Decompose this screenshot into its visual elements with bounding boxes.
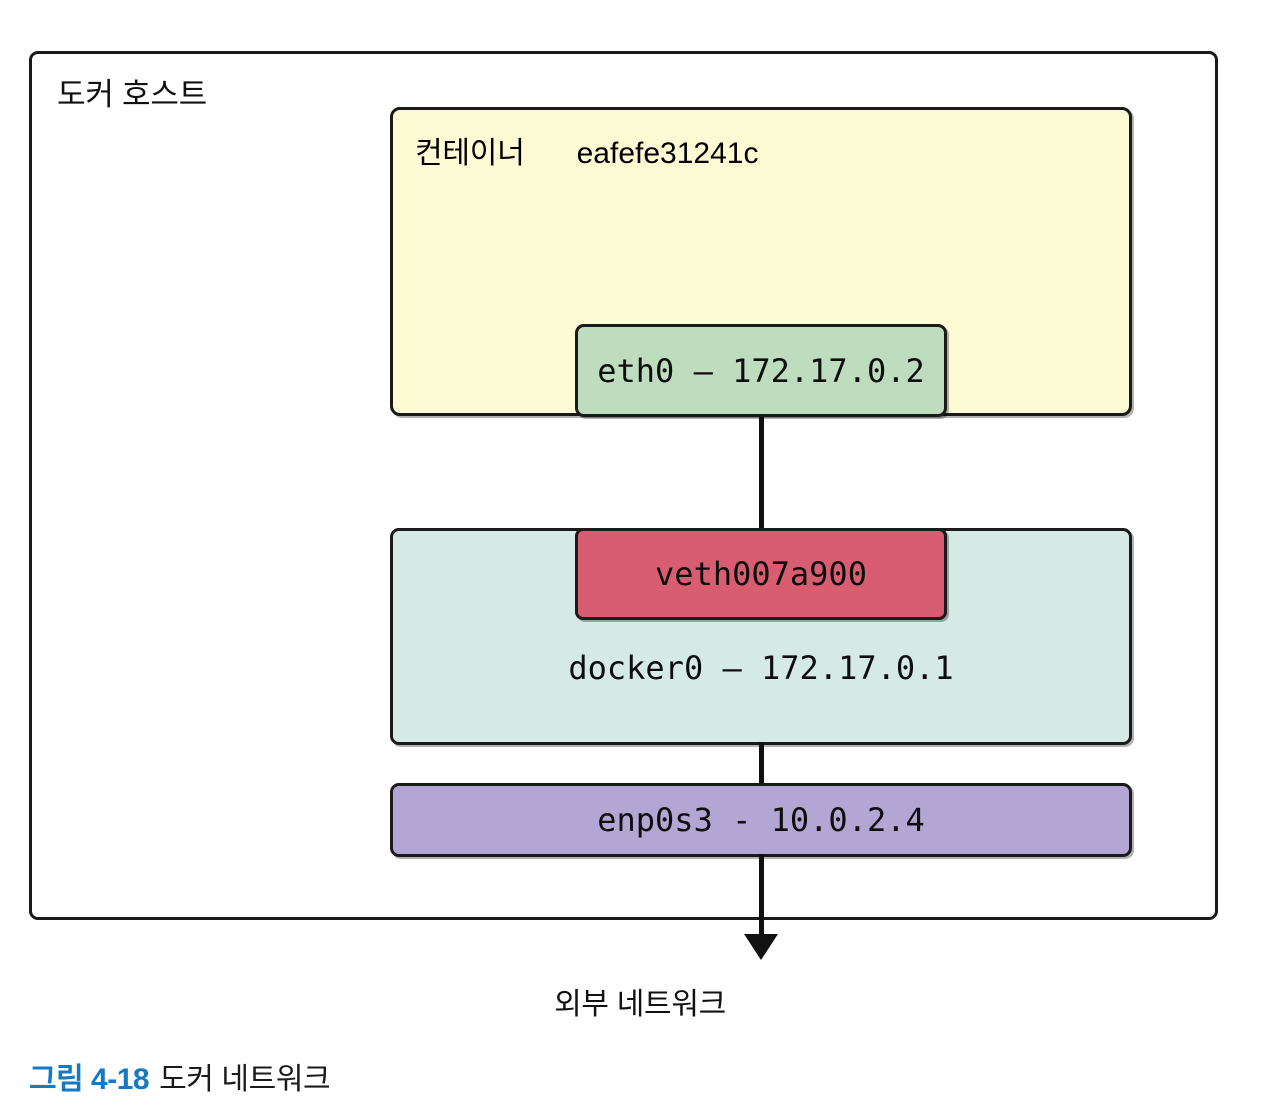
veth-interface-box: veth007a900 [575, 528, 947, 620]
figure-caption-text: 도커 네트워크 [159, 1063, 331, 1096]
container-label: 컨테이너 [415, 137, 525, 170]
eth0-label: eth0 — 172.17.0.2 [597, 351, 925, 390]
figure-caption: 그림 4-18 도커 네트워크 [29, 1058, 331, 1102]
docker0-label: docker0 — 172.17.0.1 [568, 649, 954, 687]
docker-host-label: 도커 호스트 [57, 77, 208, 112]
container-id: eafefe31241c [576, 137, 759, 170]
eth0-interface-box: eth0 — 172.17.0.2 [575, 324, 947, 417]
external-network-arrow-head [744, 934, 778, 960]
container-title: 컨테이너 eafefe31241c [415, 134, 758, 174]
external-network-arrow-line [759, 854, 764, 942]
external-network-label: 외부 네트워크 [554, 988, 726, 1021]
veth-label: veth007a900 [655, 555, 867, 593]
connector-eth0-veth [759, 414, 764, 531]
figure-number: 그림 4-18 [29, 1063, 150, 1096]
enp0s3-interface-box: enp0s3 - 10.0.2.4 [390, 783, 1132, 857]
enp0s3-label: enp0s3 - 10.0.2.4 [597, 801, 925, 839]
connector-docker0-enp0s3 [759, 742, 764, 786]
